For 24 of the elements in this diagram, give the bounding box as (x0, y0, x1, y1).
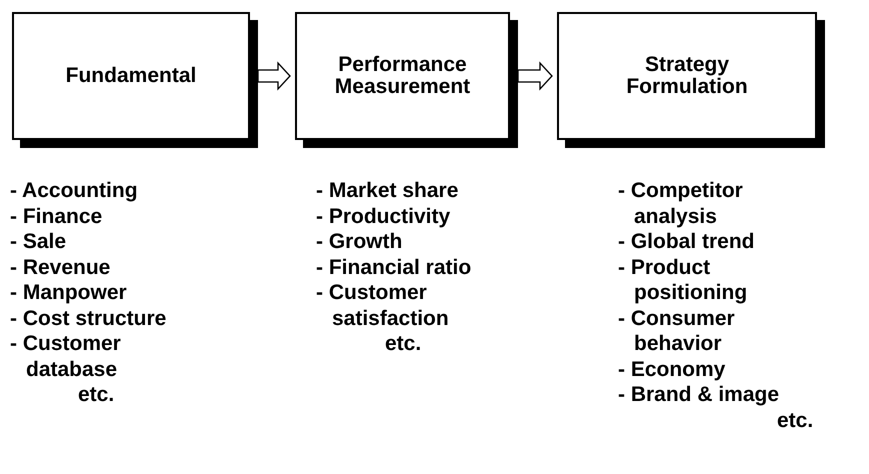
list-item: - Financial ratio (316, 254, 472, 280)
box-title: Performance Measurement (334, 54, 472, 98)
block-arrow (517, 61, 553, 91)
list-item: - Competitor analysis (618, 178, 744, 229)
box-title: Strategy Formulation (625, 54, 749, 98)
list-item: - Cost structure (10, 306, 168, 331)
list-item: - Finance (10, 204, 104, 229)
continuation-note: etc. (384, 331, 422, 356)
list-item: - Product positioning (618, 254, 748, 306)
list-item: - Productivity (316, 204, 452, 229)
list-item: - Sale (10, 229, 68, 254)
box-title: Fundamental (66, 65, 196, 87)
list-item: - Economy (618, 356, 726, 382)
list-item: - Accounting (10, 178, 139, 204)
continuation-note: etc. (77, 382, 116, 408)
list-item: - Global trend (618, 229, 756, 254)
list-item: - Brand & image (618, 382, 780, 408)
list-item: - Market share (316, 178, 460, 204)
list-item: - Consumer behavior (618, 306, 736, 356)
list-item: - Revenue (10, 254, 112, 280)
list-item: - Growth (316, 229, 404, 254)
continuation-note: etc. (776, 408, 814, 433)
block-arrow (257, 61, 291, 91)
list-item: - Manpower (10, 280, 128, 306)
